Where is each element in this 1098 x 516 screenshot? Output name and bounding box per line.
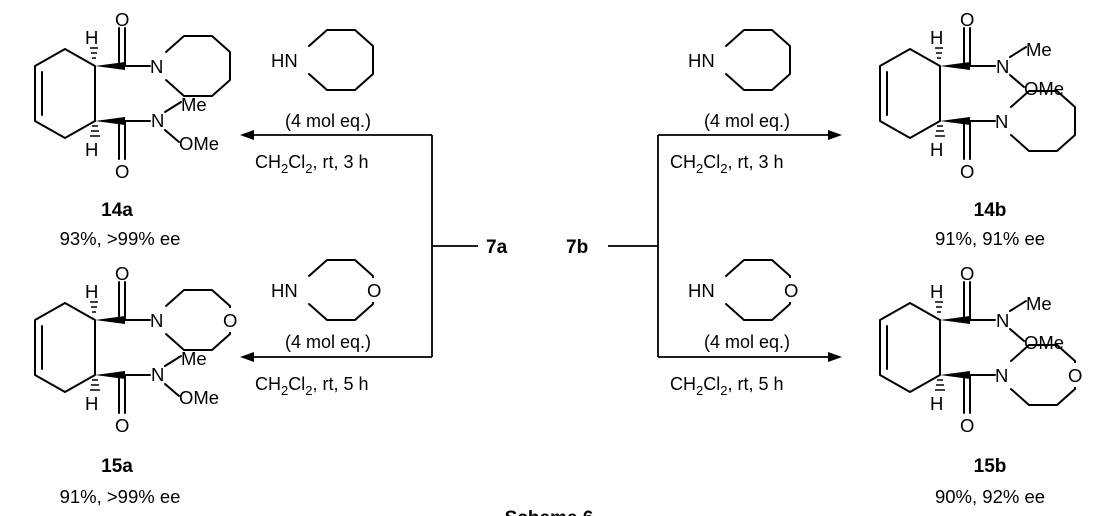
svg-text:O: O: [960, 9, 974, 30]
product-15b-structure: H O N Me OMe H O N O: [879, 263, 1088, 436]
svg-text:O: O: [960, 263, 974, 284]
yield-15b: 90%, 92% ee: [935, 486, 1045, 507]
svg-text:H: H: [930, 393, 943, 414]
bracket-right: [608, 135, 659, 357]
equiv-r4: (4 mol eq.): [704, 332, 790, 352]
svg-text:HN: HN: [688, 50, 715, 71]
reagent-piperidine-right: HN: [688, 29, 791, 91]
equiv-r2: (4 mol eq.): [285, 332, 371, 352]
svg-text:N: N: [150, 310, 163, 331]
svg-text:OMe: OMe: [179, 387, 219, 408]
svg-text:Me: Me: [1026, 293, 1052, 314]
hashed-bond: [90, 125, 100, 137]
svg-text:O: O: [960, 161, 974, 182]
yield-14a: 93%, >99% ee: [60, 228, 181, 249]
start-7b: 7b: [566, 237, 588, 258]
product-15a-structure: H O N O H O N Me OMe: [34, 263, 243, 436]
svg-text:Me: Me: [181, 348, 207, 369]
svg-text:H: H: [85, 139, 98, 160]
atom-h-top: H: [85, 27, 98, 48]
svg-text:N: N: [996, 56, 1009, 77]
svg-text:O: O: [1068, 365, 1082, 386]
reagent-morpholine-left: HN O: [271, 259, 387, 321]
svg-text:H: H: [930, 27, 943, 48]
svg-text:Me: Me: [181, 94, 207, 115]
svg-text:N: N: [995, 111, 1008, 132]
svg-text:O: O: [115, 415, 129, 436]
svg-text:O: O: [960, 415, 974, 436]
svg-text:Me: Me: [1026, 39, 1052, 60]
equiv-r3: (4 mol eq.): [704, 111, 790, 131]
svg-text:HN: HN: [271, 280, 298, 301]
reagent-piperidine-left: HN: [271, 29, 374, 91]
svg-text:HN: HN: [271, 50, 298, 71]
scheme-title: Scheme 6: [505, 508, 594, 516]
svg-text:N: N: [151, 364, 164, 385]
svg-text:O: O: [115, 263, 129, 284]
svg-text:O: O: [784, 280, 798, 301]
conditions-r3: CH2Cl2, rt, 3 h: [670, 152, 784, 176]
arrow-to-15a: [240, 352, 432, 362]
conditions-r4: CH2Cl2, rt, 5 h: [670, 374, 784, 398]
svg-text:OMe: OMe: [179, 133, 219, 154]
product-14a-structure: H O N H O N Me OMe: [34, 9, 231, 182]
svg-text:OMe: OMe: [1024, 78, 1064, 99]
yield-15a: 91%, >99% ee: [60, 486, 181, 507]
svg-text:H: H: [85, 393, 98, 414]
svg-text:N: N: [150, 56, 163, 77]
svg-text:N: N: [996, 310, 1009, 331]
conditions-r1: CH2Cl2, rt, 3 h: [255, 152, 369, 176]
label-15b: 15b: [974, 456, 1007, 477]
svg-text:O: O: [115, 9, 129, 30]
arrow-to-14a: [240, 130, 432, 140]
conditions-r2: CH2Cl2, rt, 5 h: [255, 374, 369, 398]
svg-text:H: H: [930, 139, 943, 160]
product-14b-structure: H O N Me OMe H O N: [879, 9, 1076, 182]
bracket-left: [431, 135, 478, 357]
reagent-morpholine-right: HN O: [688, 259, 804, 321]
svg-text:O: O: [223, 310, 237, 331]
yield-14b: 91%, 91% ee: [935, 228, 1045, 249]
label-15a: 15a: [101, 456, 133, 477]
label-14a: 14a: [101, 200, 133, 221]
svg-text:HN: HN: [688, 280, 715, 301]
hashed-bond: [90, 47, 98, 59]
start-7a: 7a: [486, 237, 508, 258]
svg-text:N: N: [995, 365, 1008, 386]
svg-text:H: H: [930, 281, 943, 302]
svg-text:H: H: [85, 281, 98, 302]
svg-text:O: O: [367, 280, 381, 301]
svg-text:OMe: OMe: [1024, 332, 1064, 353]
arrow-to-15b: [658, 352, 842, 362]
svg-text:O: O: [115, 161, 129, 182]
equiv-r1: (4 mol eq.): [285, 111, 371, 131]
label-14b: 14b: [974, 200, 1007, 221]
arrow-to-14b: [658, 130, 842, 140]
svg-text:N: N: [151, 110, 164, 131]
